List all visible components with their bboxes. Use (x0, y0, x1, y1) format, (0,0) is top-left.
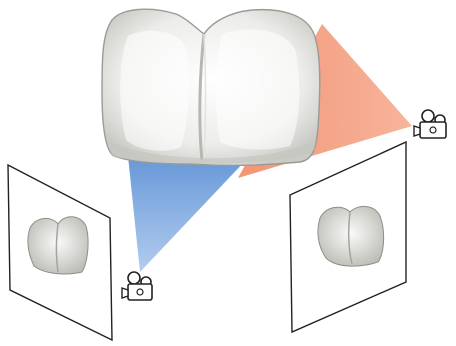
tooth-model (102, 9, 320, 165)
video-camera-icon (414, 110, 446, 138)
video-camera-icon (122, 272, 152, 300)
left-tooth-thumbnail (28, 217, 88, 274)
right-tooth-thumbnail (318, 206, 384, 266)
left-image-plane (8, 165, 112, 340)
left-camera-frustum (128, 156, 246, 272)
right-image-plane (290, 142, 406, 332)
